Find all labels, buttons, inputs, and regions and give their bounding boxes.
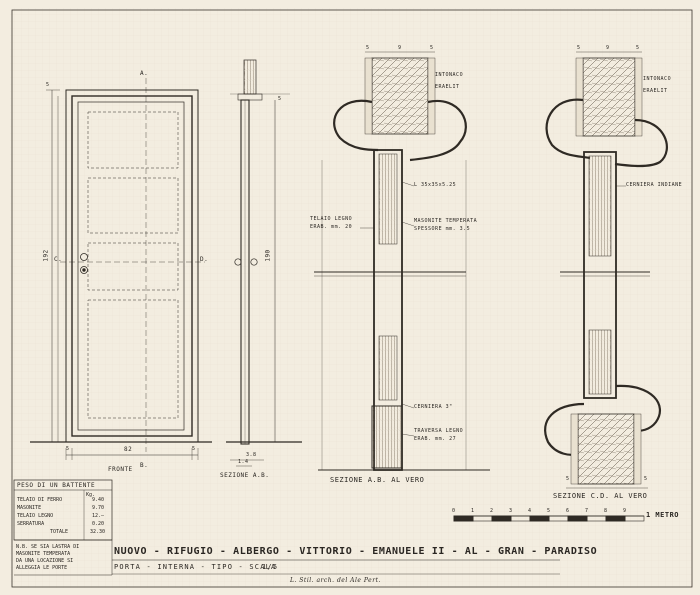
- door-width-dim: 82: [124, 446, 133, 453]
- ab-dim-top-right: 5: [430, 45, 434, 51]
- door-top-dim: 5: [46, 82, 50, 88]
- scale-tick-0: 0: [452, 508, 456, 514]
- ab-note-profile: L 35x35x5.25: [414, 182, 457, 188]
- footnote-line: DA UNA LOCAZIONE SI: [16, 558, 74, 564]
- weight-table-frame: [13, 479, 113, 576]
- cd-dim-top-right: 5: [636, 45, 640, 51]
- weight-table-title: PESO DI UN BATTENTE: [17, 482, 96, 489]
- weight-row-item: TELAIO DI FERRO: [17, 497, 63, 503]
- drawing-title: NUOVO - RIFUGIO - ALBERGO - VITTORIO - E…: [114, 546, 598, 557]
- section-ab-full-title: SEZIONE A.B. AL VERO: [330, 476, 425, 484]
- ab-dim-top-mid: 9: [398, 45, 402, 51]
- scale-tick-8: 8: [604, 508, 608, 514]
- weight-row-item: TELAIO LEGNO: [17, 513, 54, 519]
- weight-row-item: SERRATURA: [17, 521, 45, 527]
- weight-row-value: 12.—: [92, 513, 105, 519]
- scale-bar: [453, 515, 645, 522]
- weight-row-value: 9.70: [92, 505, 105, 511]
- weight-row-item: TOTALE: [50, 529, 69, 535]
- cd-note-eraelit: ERAELIT: [643, 88, 668, 94]
- marker-b-bottom: B.: [140, 462, 149, 469]
- ab-note-plaster: INTONACO: [435, 72, 464, 78]
- door-elevation: [30, 78, 212, 460]
- ab-note-masonite-dim: SPESSORE mm. 3.5: [414, 226, 471, 232]
- section-ab-small-label: SEZIONE A.B.: [220, 472, 270, 479]
- section-ab-depth-dim: 3.8: [246, 452, 257, 458]
- scale-tick-2: 2: [490, 508, 494, 514]
- weight-table-unit: Kg.: [86, 492, 96, 498]
- footnote-line: ALLEGGIA LE PORTE: [16, 565, 68, 571]
- scale-tick-4: 4: [528, 508, 532, 514]
- ab-note-crossbar-dim: ERAB. mm. 27: [414, 436, 457, 442]
- footnote-line: N.B. SE SIA LASTRA DI: [16, 544, 80, 550]
- ab-note-masonite: MASONITE TEMPERATA: [414, 218, 478, 224]
- footnote-line: MASONITE TEMPERATA: [16, 551, 71, 557]
- marker-d: D.: [200, 256, 209, 263]
- marker-a-top: A.: [140, 70, 149, 77]
- drawing-scale: 1/5: [262, 563, 279, 571]
- cd-dim-bot-left: 5: [566, 476, 570, 482]
- marker-c: C.: [54, 256, 63, 263]
- scale-tick-7: 7: [585, 508, 589, 514]
- section-ab-small: [226, 59, 302, 467]
- cd-note-hinge: CERNIERA INDIANE: [626, 182, 683, 188]
- scale-tick-9: 9: [623, 508, 627, 514]
- scale-tick-6: 6: [566, 508, 570, 514]
- front-view-label: FRONTE: [108, 466, 133, 473]
- scale-tick-3: 3: [509, 508, 513, 514]
- cd-dim-bot-right: 5: [644, 476, 648, 482]
- weight-row-value: 0.20: [92, 521, 105, 527]
- door-side-right-dim: 5: [192, 446, 196, 452]
- door-height-dim: 192: [42, 249, 50, 262]
- ab-note-hinge: CERNIERA 3": [414, 404, 453, 410]
- section-ab-height-dim: 190: [264, 249, 272, 262]
- weight-row-value: 32.30: [90, 529, 106, 535]
- section-cd-full-title: SEZIONE C.D. AL VERO: [553, 492, 648, 500]
- ab-note-crossbar: TRAVERSA LEGNO: [414, 428, 464, 434]
- section-ab-inner-dim: 1.4: [238, 459, 249, 465]
- section-cd-full: [544, 51, 668, 489]
- ab-note-eraelit: ERAELIT: [435, 84, 460, 90]
- scale-unit-label: 1 METRO: [646, 511, 680, 519]
- ab-note-frame: TELAIO LEGNO: [310, 216, 353, 222]
- weight-row-item: MASONITE: [17, 505, 42, 511]
- cd-dim-top-mid: 9: [606, 45, 610, 51]
- border-frame: [11, 9, 693, 588]
- cd-note-plaster: INTONACO: [643, 76, 672, 82]
- section-ab-top-dim: 5: [278, 96, 282, 102]
- door-side-left-dim: 5: [66, 446, 70, 452]
- signature: L. Stil. arch. del Ale Pert.: [290, 577, 381, 584]
- cd-dim-top-left: 5: [577, 45, 581, 51]
- ab-note-frame-dim: ERAB. mm. 20: [310, 224, 353, 230]
- drawing-subtitle: PORTA - INTERNA - TIPO - SCALA: [114, 563, 277, 571]
- scale-tick-5: 5: [547, 508, 551, 514]
- weight-row-value: 9.40: [92, 497, 105, 503]
- scale-tick-1: 1: [471, 508, 475, 514]
- section-ab-full: [314, 51, 490, 471]
- ab-dim-top-left: 5: [366, 45, 370, 51]
